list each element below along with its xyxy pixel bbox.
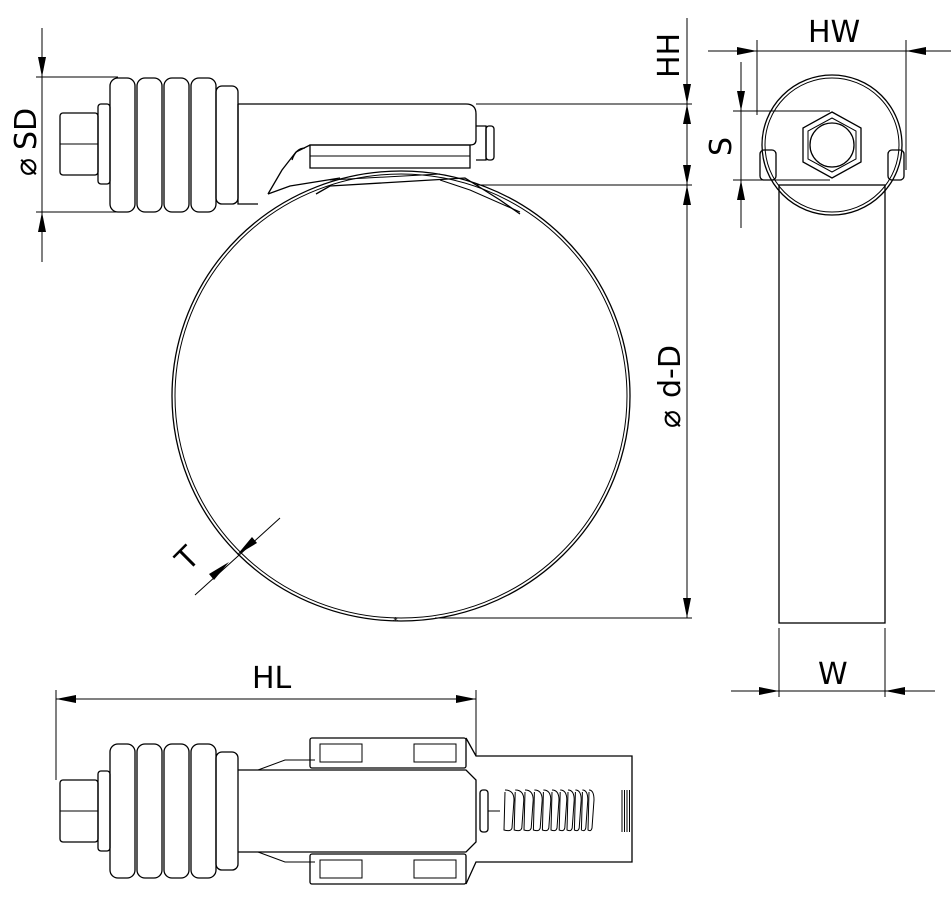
band-side	[778, 184, 886, 624]
thread-turn	[523, 789, 534, 832]
label-dd: d-D	[653, 345, 688, 398]
thread-turn	[532, 789, 543, 832]
thread-turn	[566, 789, 575, 832]
thread-turn	[541, 789, 552, 832]
label-hh: HH	[652, 33, 687, 78]
dim-sd: ⌀ SD	[9, 28, 118, 262]
label-w: W	[818, 657, 848, 692]
dim-hw: HW	[708, 15, 951, 170]
label-sd: SD	[9, 108, 44, 150]
label-s: S	[704, 137, 739, 156]
dim-s: S	[704, 62, 830, 228]
spring-pack	[109, 77, 239, 213]
dim-w: W	[731, 628, 935, 697]
housing	[237, 103, 521, 215]
side-view	[759, 74, 905, 624]
thread-turn	[587, 789, 595, 832]
label-hw: HW	[808, 15, 860, 50]
dim-t: T	[168, 517, 281, 596]
thread-coil	[503, 789, 630, 832]
hex-head	[59, 103, 111, 185]
hex-nut-end	[802, 111, 862, 179]
thread-turn	[513, 789, 525, 832]
label-hl: HL	[252, 661, 292, 696]
symbol-diameter-sd: ⌀	[9, 158, 44, 176]
symbol-diameter-dd: ⌀	[653, 410, 688, 428]
clamp-band-outer	[171, 170, 631, 622]
clamp-band-inner	[174, 173, 628, 619]
dim-hl: HL	[55, 661, 477, 780]
thread-turn	[580, 789, 589, 832]
svg-text:*: *	[393, 616, 398, 627]
thread-turn	[503, 789, 515, 832]
dim-hh: HH	[652, 18, 691, 104]
dim-s-dD: ⌀ d-D	[435, 103, 692, 619]
bottom-view	[59, 737, 633, 885]
thread-turn	[573, 789, 582, 832]
thread-turn	[550, 789, 560, 832]
thread-turn	[558, 789, 568, 832]
label-t: T	[168, 539, 207, 578]
front-view: *	[59, 77, 631, 627]
